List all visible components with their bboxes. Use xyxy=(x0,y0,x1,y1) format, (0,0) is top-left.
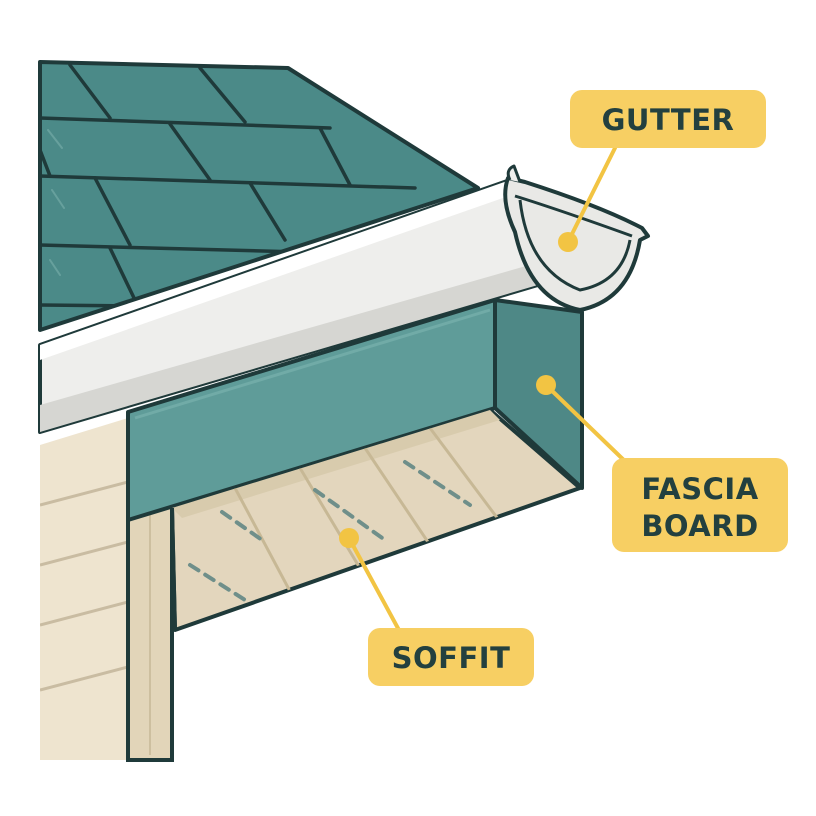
soffit-label-text: SOFFIT xyxy=(392,641,511,675)
fascia-marker-dot xyxy=(536,375,556,395)
leader-lines xyxy=(347,146,634,634)
fascia-label-line1: FASCIA xyxy=(641,472,758,506)
gutter-label-text: GUTTER xyxy=(602,103,735,137)
gutter-marker-dot xyxy=(558,232,578,252)
fascia-board-label: FASCIA BOARD xyxy=(612,458,788,552)
soffit-label: SOFFIT xyxy=(368,628,534,686)
soffit-marker-dot xyxy=(339,528,359,548)
fascia-board xyxy=(126,298,584,522)
fascia-label-line2: BOARD xyxy=(641,509,758,543)
gutter xyxy=(38,164,650,434)
roof-shingles xyxy=(38,60,480,332)
gutter-label: GUTTER xyxy=(570,90,766,148)
soffit-panel xyxy=(170,408,582,760)
